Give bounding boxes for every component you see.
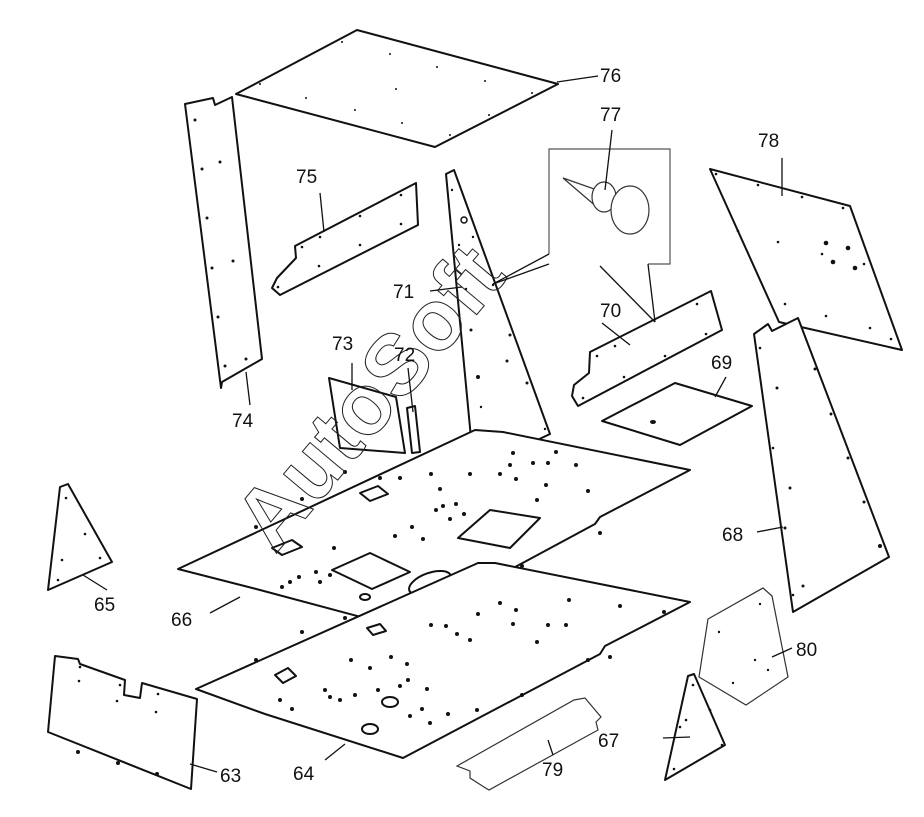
callout-68: 68	[722, 525, 743, 546]
part-64-lower-floor	[195, 562, 691, 759]
callout-72: 72	[394, 345, 415, 366]
callout-78: 78	[758, 131, 779, 152]
callout-66: 66	[171, 610, 192, 631]
leader-lines	[82, 75, 793, 773]
callout-69: 69	[711, 353, 732, 374]
callout-labels: 76 77 78 75 71 70 69 73 72 74 68 65 66 8…	[94, 66, 817, 787]
part-68-right-side-panel	[753, 317, 890, 613]
part-78-right-panel	[709, 168, 903, 351]
callout-71: 71	[393, 282, 414, 303]
callout-64: 64	[293, 764, 315, 785]
part-80-gasket-sheet	[698, 587, 789, 706]
part-65-corner-gusset	[47, 483, 113, 591]
callout-67: 67	[598, 731, 619, 752]
part-71-triangular-panel	[445, 169, 551, 471]
upper-floor-holes	[254, 450, 602, 589]
callout-73: 73	[332, 334, 353, 355]
part-70-trim	[571, 290, 723, 407]
callout-65: 65	[94, 595, 115, 616]
part-77-inset	[548, 148, 671, 265]
callout-79: 79	[542, 760, 563, 781]
callout-77: 77	[600, 105, 621, 126]
part-63-front-panel	[47, 655, 198, 790]
callout-70: 70	[600, 301, 621, 322]
part-69-small-plate	[601, 382, 753, 446]
part-67-corner-gusset	[664, 673, 726, 781]
callout-80: 80	[796, 640, 817, 661]
part-74-left-pillar	[184, 96, 263, 389]
part-75-trim-strip	[271, 182, 419, 296]
callout-75: 75	[296, 167, 317, 188]
part-76-roof-panel	[235, 29, 559, 148]
part-77-plug	[562, 177, 650, 235]
part-79-footrest-plate	[455, 697, 602, 791]
lower-floor-holes	[254, 598, 666, 725]
part-66-upper-floor	[177, 429, 691, 629]
part-73-panel	[328, 377, 406, 454]
callout-76: 76	[600, 66, 621, 87]
callout-74: 74	[232, 411, 254, 432]
callout-63: 63	[220, 766, 241, 787]
